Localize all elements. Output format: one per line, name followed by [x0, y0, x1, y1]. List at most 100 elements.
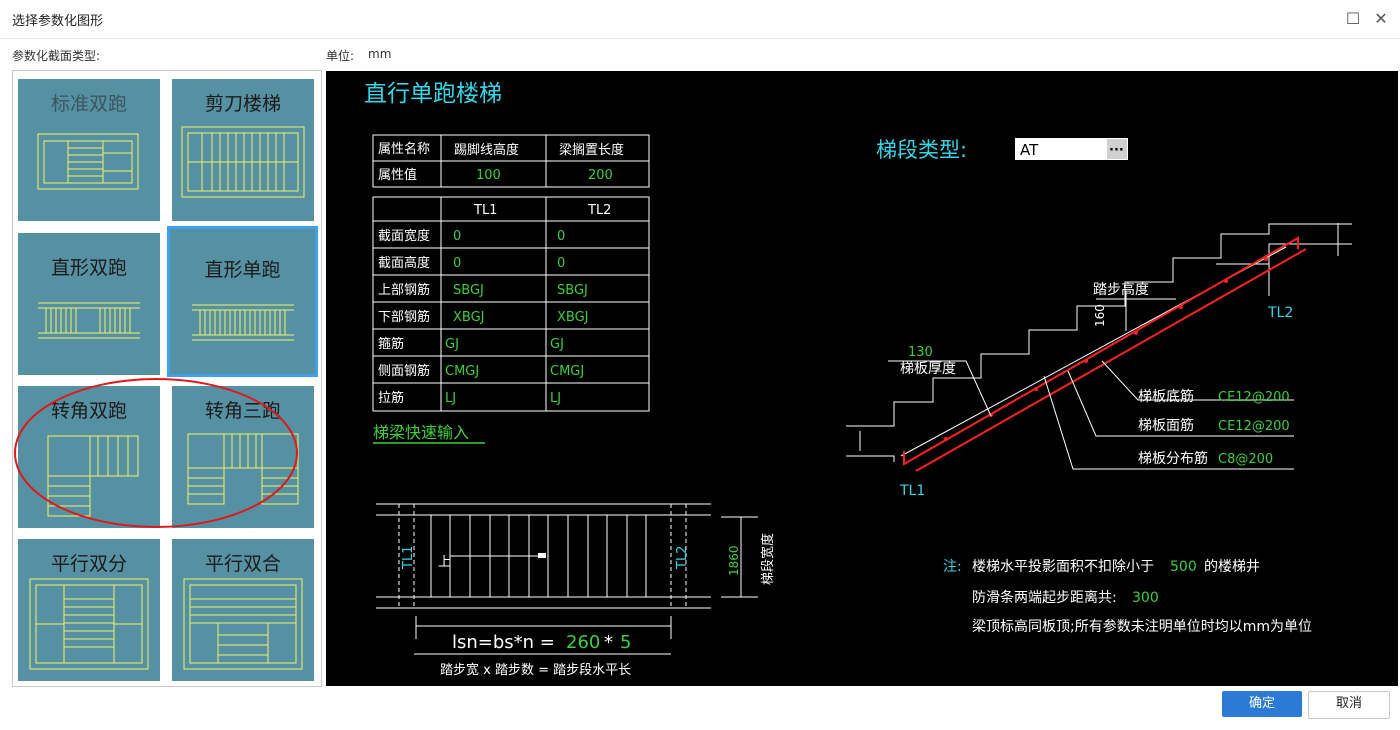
tile-label: 平行双合 — [204, 553, 281, 575]
beam-row-label: 下部钢筋 — [378, 309, 430, 325]
plan-width-label: 梯段宽度 — [760, 533, 776, 585]
beam-row-tl1: SBGJ — [453, 283, 484, 298]
drawing-title: 直行单跑楼梯 — [364, 81, 502, 107]
unit-label: 单位: — [326, 49, 355, 63]
notes-line1-a: 楼梯水平投影面积不扣除小于 — [972, 559, 1154, 575]
plan-width-value: 1860 — [727, 545, 741, 576]
plan-outline — [376, 503, 758, 655]
plan-up-label: 上 — [438, 555, 451, 570]
close-icon[interactable]: ✕ — [1374, 9, 1388, 28]
tile-straight-single-run[interactable]: 直形单跑 — [167, 226, 318, 377]
tile-parallel-split[interactable]: 平行双分 — [18, 539, 160, 681]
tile-label: 直形双跑 — [50, 257, 127, 279]
tile-label: 剪刀楼梯 — [204, 93, 281, 115]
notes-line1-value: 500 — [1170, 559, 1197, 575]
label-thickness: 梯板厚度 — [900, 361, 956, 377]
attr-value-beam: 200 — [588, 168, 613, 183]
notes-line2-value: 300 — [1132, 590, 1159, 606]
beam-row-label: 上部钢筋 — [378, 282, 430, 298]
annotation-ellipse — [14, 378, 298, 528]
tile-label: 直形单跑 — [204, 259, 281, 281]
label-tl1: TL1 — [899, 483, 925, 499]
beam-row-tl1: CMGJ — [445, 364, 479, 379]
value-dist-rebar: C8@200 — [1218, 452, 1273, 467]
beam-row-tl1: 0 — [453, 229, 461, 244]
leader-lines — [859, 223, 1339, 470]
tile-corner-triple-run[interactable]: 转角三跑 — [172, 386, 314, 528]
beam-row-label: 截面高度 — [378, 255, 430, 271]
ok-button[interactable]: 确定 — [1222, 691, 1302, 717]
cancel-button[interactable]: 取消 — [1308, 691, 1390, 719]
tile-parallel-merge[interactable]: 平行双合 — [172, 539, 314, 681]
beam-row-label: 箍筋 — [378, 336, 404, 352]
label-top-rebar: 梯板面筋 — [1138, 417, 1194, 434]
beam-row-tl1: LJ — [445, 391, 456, 406]
parallel-merge-icon — [183, 578, 303, 670]
rebar-dots — [944, 257, 1268, 441]
stair-drawing: 直行单跑楼梯 属性名称 踢脚线高度 梁搁置长度 属性值 100 200 TL1 … — [364, 81, 1352, 678]
unit-value: mm — [368, 47, 392, 61]
shape-list-panel: 标准双跑 剪刀楼梯 直形双跑 — [12, 70, 322, 687]
segment-type-field[interactable] — [1015, 138, 1128, 160]
tile-label: 转角三跑 — [204, 400, 281, 422]
label-step-height: 踏步高度 — [1093, 281, 1149, 298]
beam-col-tl2: TL2 — [587, 203, 611, 218]
beam-row-tl2: 0 — [557, 256, 565, 271]
notes-line1-b: 的楼梯井 — [1204, 559, 1260, 575]
beam-row-tl2: LJ — [550, 391, 561, 406]
value-bottom-rebar: CE12@200 — [1218, 390, 1290, 405]
corner-double-run-icon — [47, 435, 139, 517]
value-thickness: 130 — [908, 345, 933, 360]
value-top-rebar: CE12@200 — [1218, 419, 1290, 434]
rebar-lines — [903, 236, 1307, 472]
notes-line3: 梁顶标高同板顶;所有参数未注明单位时均以mm为单位 — [972, 618, 1312, 635]
notes-line2-a: 防滑条两端起步距离共: — [972, 589, 1117, 606]
plan-label-tl2: TL2 — [675, 546, 690, 570]
tile-label: 标准双跑 — [50, 93, 127, 115]
attr-header-name: 属性名称 — [378, 141, 430, 157]
corner-triple-run-icon — [187, 433, 299, 505]
plan-label-tl1: TL1 — [401, 546, 416, 570]
attr-row-label: 属性值 — [378, 167, 417, 183]
parallel-split-icon — [29, 578, 149, 670]
label-dist-rebar: 梯板分布筋 — [1138, 450, 1208, 467]
segment-type-label: 梯段类型: — [876, 138, 967, 162]
browse-button[interactable] — [1107, 139, 1127, 159]
tile-label: 转角双跑 — [50, 400, 127, 422]
tile-standard-double-run[interactable]: 标准双跑 — [18, 79, 160, 221]
formula-times: * — [604, 632, 613, 653]
beam-row-tl2: 0 — [557, 229, 565, 244]
tile-label: 平行双分 — [50, 553, 127, 575]
label-tl2: TL2 — [1267, 305, 1293, 321]
attr-table-grid — [372, 134, 650, 188]
beam-row-tl2: SBGJ — [557, 283, 588, 298]
attr-header-kick: 踢脚线高度 — [454, 142, 519, 158]
formula-caption: 踏步宽 x 踏步数 = 踏步段水平长 — [440, 662, 631, 678]
browse-button-label: ··· — [1109, 143, 1124, 158]
label-bottom-rebar: 梯板底筋 — [1138, 388, 1194, 405]
tile-straight-double-run[interactable]: 直形双跑 — [18, 233, 160, 375]
beam-table-grid — [372, 196, 650, 412]
segment-type-value: AT — [1020, 141, 1039, 159]
beam-row-tl1: XBGJ — [453, 310, 485, 325]
beam-row-label: 截面宽度 — [378, 228, 430, 244]
section-type-label: 参数化截面类型: — [12, 49, 101, 63]
beam-row-label: 拉筋 — [378, 390, 404, 406]
tile-scissor-stair[interactable]: 剪刀楼梯 — [172, 79, 314, 221]
beam-row-tl2: CMGJ — [550, 364, 584, 379]
quick-input-link[interactable]: 梯梁快速输入 — [373, 423, 469, 442]
formula-step-count: 5 — [620, 632, 631, 653]
straight-double-run-icon — [38, 302, 140, 339]
beam-row-label: 侧面钢筋 — [378, 363, 430, 379]
beam-row-tl2: XBGJ — [557, 310, 589, 325]
notes-prefix: 注: — [943, 559, 962, 575]
plan-arrow-icon — [538, 553, 546, 558]
stair-preview-canvas: 直行单跑楼梯 属性名称 踢脚线高度 梁搁置长度 属性值 100 200 TL1 … — [326, 71, 1398, 686]
window-title: 选择参数化图形 — [12, 14, 104, 29]
scissor-stair-icon — [181, 126, 305, 198]
beam-row-tl1: GJ — [445, 337, 459, 352]
straight-single-run-icon — [192, 304, 294, 341]
beam-row-tl2: GJ — [550, 337, 564, 352]
double-run-stair-icon — [37, 133, 139, 190]
maximize-icon[interactable]: ☐ — [1345, 9, 1361, 28]
